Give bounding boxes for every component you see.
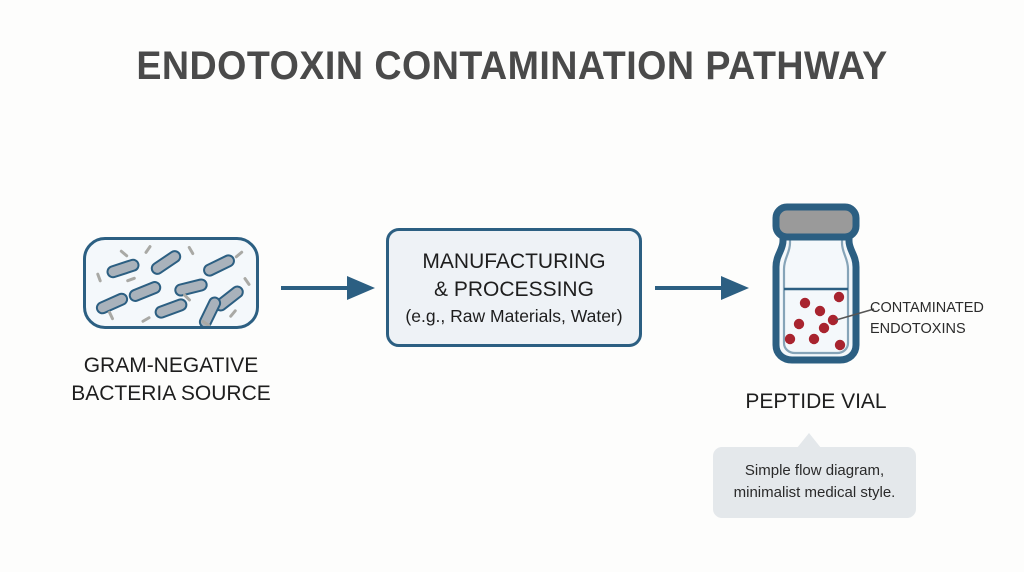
bacterium-shape bbox=[200, 252, 238, 279]
endotoxin-dot bbox=[793, 318, 805, 330]
bacteria-source-label: GRAM-NEGATIVE BACTERIA SOURCE bbox=[71, 354, 271, 405]
bacterium-shape bbox=[172, 277, 210, 298]
endotoxin-dot bbox=[784, 333, 796, 345]
debris-mark bbox=[242, 276, 252, 287]
endotoxin-dot bbox=[834, 339, 846, 351]
vial-cap bbox=[772, 203, 860, 241]
debris-mark bbox=[119, 249, 129, 258]
gram-negative-bacteria-icon bbox=[83, 237, 259, 329]
tooltip-pointer bbox=[797, 433, 821, 448]
endotoxin-dot bbox=[799, 297, 811, 309]
debris-mark bbox=[234, 250, 244, 259]
endotoxin-dot bbox=[818, 322, 830, 334]
vial-inner-glass-line bbox=[782, 231, 850, 355]
bacterium-shape bbox=[104, 257, 142, 280]
bacterium-shape bbox=[93, 290, 131, 317]
debris-mark bbox=[143, 244, 153, 255]
endotoxin-dot bbox=[833, 291, 845, 303]
vial-icon bbox=[752, 193, 880, 365]
contaminated-endotoxins-label: CONTAMINATED ENDOTOXINS bbox=[870, 300, 984, 337]
debris-mark bbox=[107, 310, 115, 321]
arrow-bacteria-to-manufacturing bbox=[281, 276, 375, 300]
bacterium-shape bbox=[152, 296, 190, 321]
bacterium-shape bbox=[126, 279, 164, 304]
style-note-tooltip: Simple flow diagram, minimalist medical … bbox=[713, 447, 916, 518]
debris-mark bbox=[187, 245, 195, 256]
manufacturing-subtitle: (e.g., Raw Materials, Water) bbox=[405, 305, 623, 326]
bacterium-shape bbox=[148, 247, 184, 278]
manufacturing-title: MANUFACTURING & PROCESSING bbox=[422, 250, 606, 301]
endotoxin-dot bbox=[814, 305, 826, 317]
endotoxin-dot bbox=[808, 333, 820, 345]
debris-mark bbox=[125, 276, 137, 283]
debris-mark bbox=[95, 272, 103, 283]
page-title: ENDOTOXIN CONTAMINATION PATHWAY bbox=[136, 44, 888, 88]
manufacturing-node: MANUFACTURING & PROCESSING (e.g., Raw Ma… bbox=[386, 228, 642, 347]
debris-mark bbox=[228, 308, 238, 319]
debris-mark bbox=[140, 315, 152, 324]
arrow-manufacturing-to-vial bbox=[655, 276, 749, 300]
endotoxin-dot bbox=[827, 314, 839, 326]
peptide-vial-label: PEPTIDE VIAL bbox=[745, 390, 887, 413]
endotoxin-leader-line bbox=[835, 308, 875, 321]
